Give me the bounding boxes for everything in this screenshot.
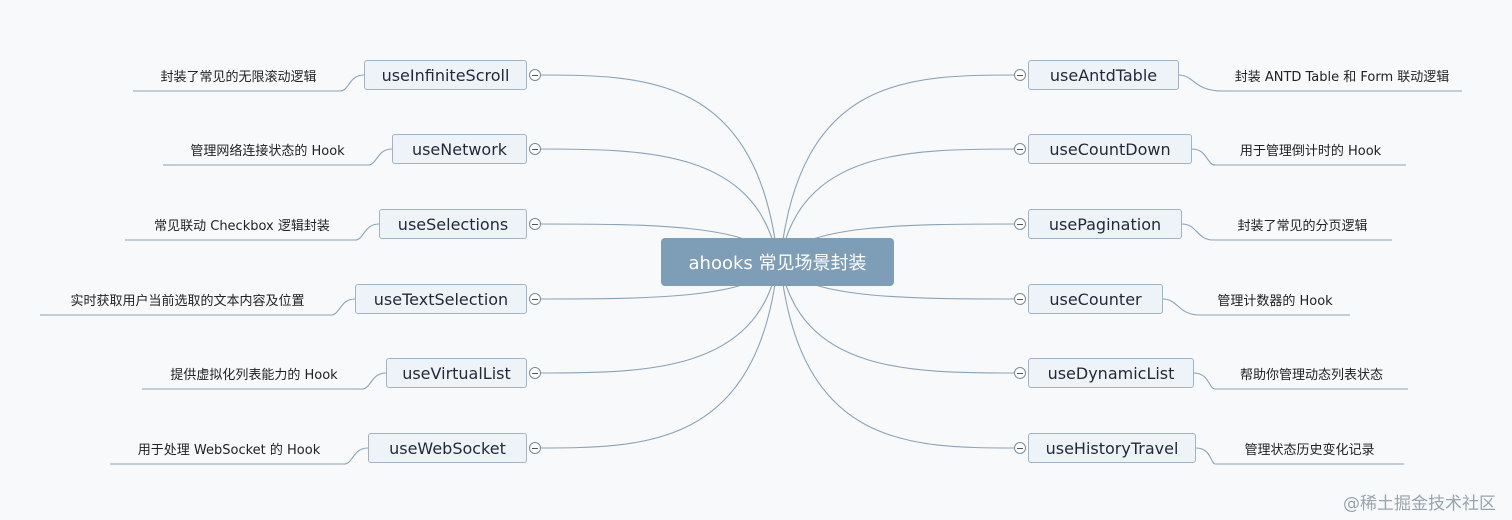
desc-underline [1181,223,1392,241]
topic-useInfiniteScroll[interactable]: useInfiniteScroll [364,60,527,90]
branch-line [779,74,1020,263]
collapse-toggle-icon[interactable] [529,442,541,454]
collapse-toggle-icon[interactable] [1014,293,1026,305]
topic-description[interactable]: 用于管理倒计时的 Hook [1239,144,1382,159]
desc-underline [40,298,356,316]
branch-line [535,261,779,449]
collapse-toggle-icon[interactable] [1014,218,1026,230]
collapse-toggle-icon[interactable] [1014,69,1026,81]
topic-description[interactable]: 封装了常见的分页逻辑 [1237,219,1368,234]
collapse-toggle-icon[interactable] [1014,143,1026,155]
collapse-toggle-icon[interactable] [529,143,541,155]
topic-useAntdTable[interactable]: useAntdTable [1028,60,1179,90]
topic-useDynamicList[interactable]: useDynamicList [1028,358,1194,388]
branch-line [535,74,779,263]
branch-line [779,261,1020,374]
desc-underline [1191,148,1406,166]
topic-description[interactable]: 封装 ANTD Table 和 Form 联动逻辑 [1234,70,1450,85]
collapse-toggle-icon[interactable] [1014,367,1026,379]
topic-description[interactable]: 管理状态历史变化记录 [1244,443,1375,458]
watermark: @稀土掘金技术社区 [1343,494,1496,514]
collapse-toggle-icon[interactable] [529,69,541,81]
branch-line [535,148,779,263]
desc-underline [1162,298,1350,316]
topic-useHistoryTravel[interactable]: useHistoryTravel [1028,433,1196,463]
desc-underline [142,372,387,390]
topic-useCountDown[interactable]: useCountDown [1028,134,1192,164]
topic-usePagination[interactable]: usePagination [1028,209,1182,239]
collapse-toggle-icon[interactable] [529,367,541,379]
central-topic[interactable]: ahooks 常见场景封装 [661,238,894,286]
collapse-toggle-icon[interactable] [529,293,541,305]
desc-underline [1178,74,1462,92]
branch-line [535,261,779,374]
collapse-toggle-icon[interactable] [529,218,541,230]
desc-underline [110,447,369,465]
desc-underline [163,148,393,166]
desc-underline [125,223,380,241]
desc-underline [133,74,365,92]
topic-description[interactable]: 帮助你管理动态列表状态 [1239,368,1383,383]
collapse-toggle-icon[interactable] [1014,442,1026,454]
desc-underline [1195,447,1404,465]
topic-useCounter[interactable]: useCounter [1028,284,1163,314]
topic-description[interactable]: 管理计数器的 Hook [1217,294,1333,309]
topic-useNetwork[interactable]: useNetwork [392,134,527,164]
desc-underline [1193,372,1408,390]
topic-description[interactable]: 常见联动 Checkbox 逻辑封装 [154,219,330,234]
topic-description[interactable]: 用于处理 WebSocket 的 Hook [137,443,321,458]
branch-line [779,148,1020,263]
topic-useTextSelection[interactable]: useTextSelection [355,284,527,314]
branch-line [779,261,1020,449]
topic-description[interactable]: 实时获取用户当前选取的文本内容及位置 [70,294,305,309]
topic-useSelections[interactable]: useSelections [379,209,527,239]
topic-description[interactable]: 封装了常见的无限滚动逻辑 [160,70,317,85]
topic-description[interactable]: 管理网络连接状态的 Hook [190,144,345,159]
topic-description[interactable]: 提供虚拟化列表能力的 Hook [170,368,338,383]
topic-useVirtualList[interactable]: useVirtualList [386,358,527,388]
topic-useWebSocket[interactable]: useWebSocket [368,433,527,463]
